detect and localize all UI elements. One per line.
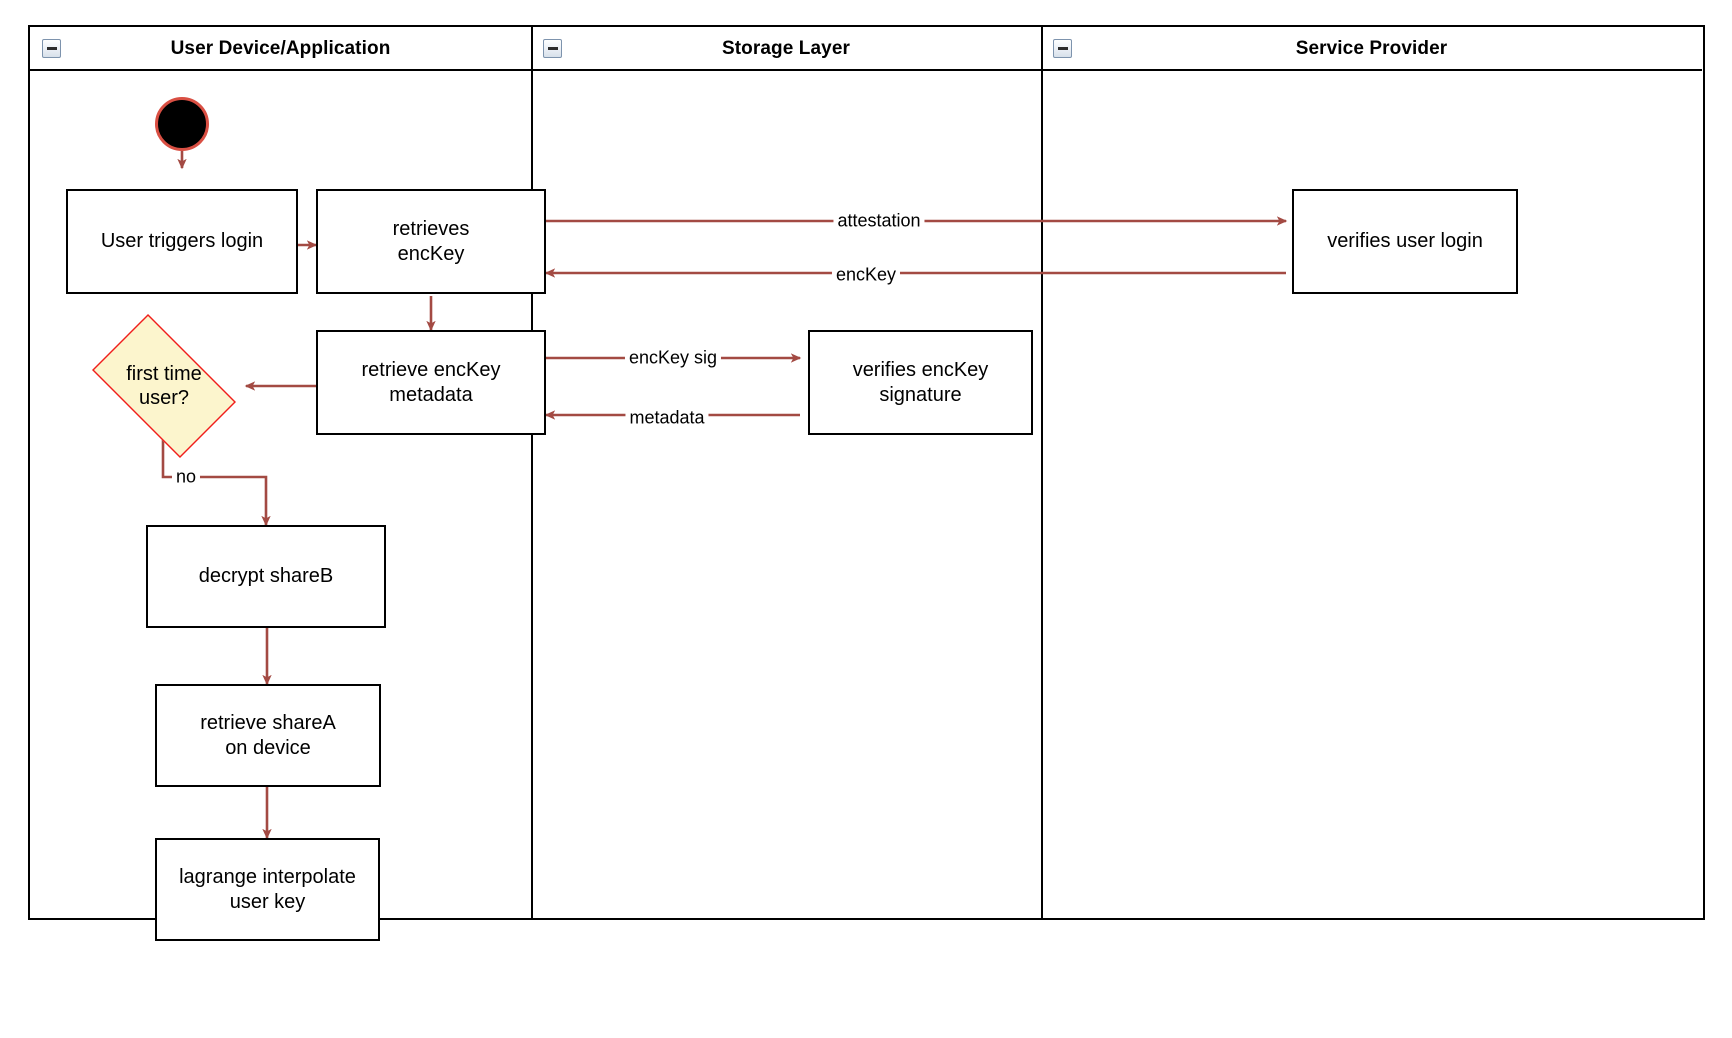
activity-verifies-enckey-signature[interactable]: verifies encKey signature xyxy=(808,330,1033,435)
activity-retrieve-sharea-on-device[interactable]: retrieve shareA on device xyxy=(155,684,381,787)
lane-header-storage[interactable]: Storage Layer xyxy=(531,27,1041,71)
edge-label-metadata: metadata xyxy=(625,407,709,429)
activity-label-line2: encKey xyxy=(397,242,465,265)
activity-label-line1: verifies encKey xyxy=(852,359,989,382)
activity-retrieve-enckey-metadata[interactable]: retrieve encKey metadata xyxy=(316,330,546,435)
lane-divider-1 xyxy=(531,27,533,918)
activity-lagrange-interpolate-user-key[interactable]: lagrange interpolate user key xyxy=(155,838,380,941)
activity-label-line1: retrieves xyxy=(392,218,470,241)
decision-label: first time user? xyxy=(126,362,202,410)
activity-retrieves-enckey[interactable]: retrieves encKey xyxy=(316,189,546,294)
decision-first-time-user[interactable]: first time user? xyxy=(76,314,252,458)
edge-label-attestation: attestation xyxy=(833,210,925,232)
activity-decrypt-shareb[interactable]: decrypt shareB xyxy=(146,525,386,628)
decision-label-line2: user? xyxy=(138,387,190,409)
activity-label-line2: metadata xyxy=(389,383,473,406)
edge-label-enckey-sig: encKey sig xyxy=(624,347,722,369)
lane-divider-2 xyxy=(1041,27,1043,918)
activity-label-line1: retrieve encKey xyxy=(361,359,501,382)
activity-label-line1: lagrange interpolate xyxy=(179,866,356,889)
swimlane-pool: User Device/Application Storage Layer Se… xyxy=(28,25,1705,920)
lane-header-service[interactable]: Service Provider xyxy=(1041,27,1702,71)
decision-label-line1: first time xyxy=(126,363,202,385)
lane-title-storage: Storage Layer xyxy=(721,38,851,59)
collapse-minus-icon[interactable] xyxy=(1053,39,1072,58)
collapse-minus-icon[interactable] xyxy=(42,39,61,58)
activity-label-line2: user key xyxy=(229,890,306,913)
activity-label-line2: on device xyxy=(225,736,311,759)
edge-label-enckey: encKey xyxy=(831,264,901,286)
activity-label-line2: signature xyxy=(879,383,962,406)
lane-header-user-device[interactable]: User Device/Application xyxy=(30,27,531,71)
activity-label: decrypt shareB xyxy=(198,565,334,588)
activity-label: verifies user login xyxy=(1327,230,1483,253)
activity-verifies-user-login[interactable]: verifies user login xyxy=(1292,189,1518,294)
start-node xyxy=(155,97,209,151)
lane-title-user-device: User Device/Application xyxy=(170,38,391,59)
lane-title-service: Service Provider xyxy=(1295,38,1448,59)
activity-user-triggers-login[interactable]: User triggers login xyxy=(66,189,298,294)
activity-label: User triggers login xyxy=(100,230,264,253)
activity-label-line1: retrieve shareA xyxy=(200,712,336,735)
edge-label-no: no xyxy=(171,466,201,488)
collapse-minus-icon[interactable] xyxy=(543,39,562,58)
